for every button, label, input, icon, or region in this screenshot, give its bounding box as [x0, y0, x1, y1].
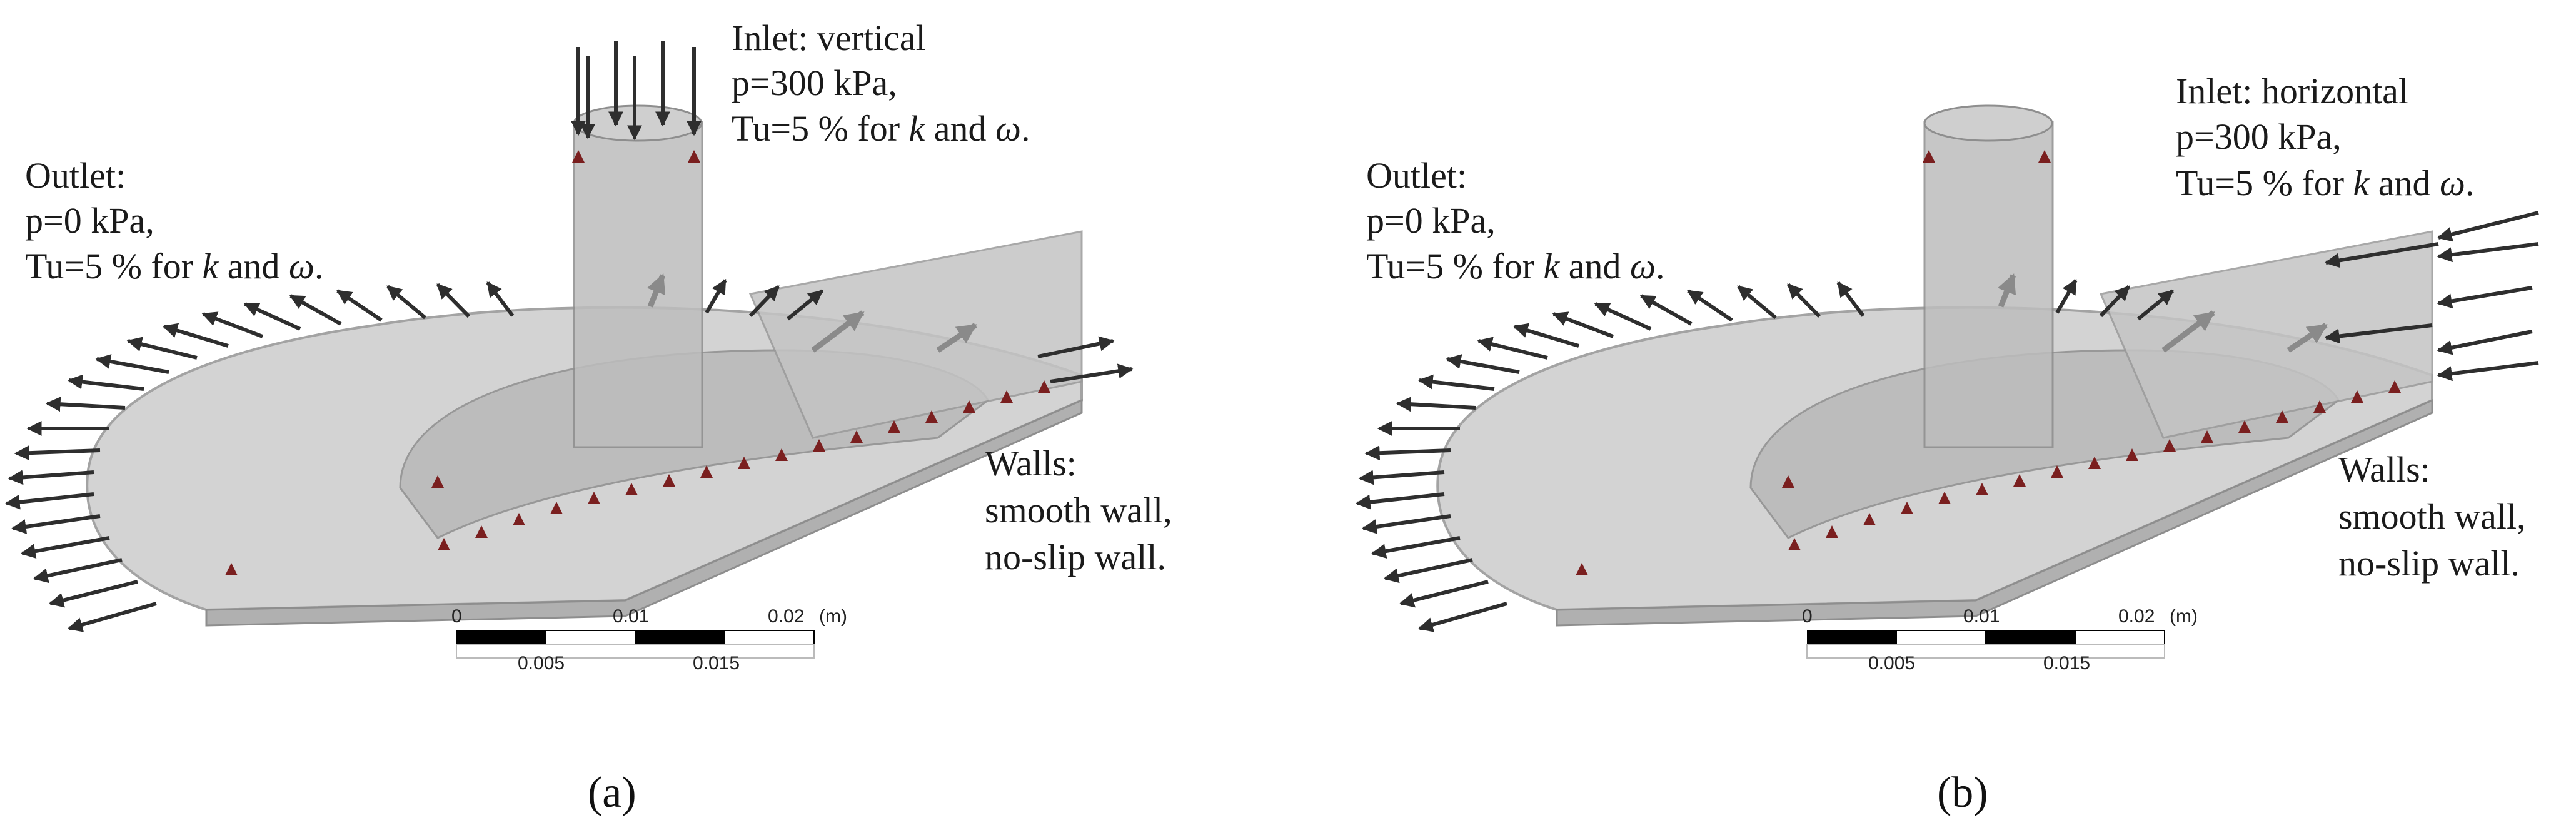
inlet-cylinder — [1923, 121, 2054, 448]
panel-b: Inlet: horizontal p=300 kPa, Tu=5 % for … — [1355, 71, 2539, 817]
outlet-pressure-b: p=0 kPa, — [1366, 200, 1496, 241]
inlet-cylinder-top — [1923, 104, 2053, 142]
scale-unit-a: (m) — [819, 606, 847, 627]
scale-tick-0-b: 0 — [1802, 606, 1813, 627]
caption-b: (b) — [1937, 769, 1988, 817]
outlet-pressure-a: p=0 kPa, — [25, 200, 154, 241]
caption-a: (a) — [588, 769, 636, 817]
top-strip — [748, 230, 1083, 439]
inlet-turbulence-a: Tu=5 % for k and ω. — [732, 108, 1030, 149]
walls-label-b: Walls: smooth wall, no-slip wall. — [2338, 449, 2526, 584]
outlet-arrows-a — [4, 278, 1134, 632]
scale-bar-a: 0 0.01 0.02 (m) 0.005 0.015 — [451, 606, 847, 674]
inlet-cylinder-top — [573, 104, 703, 142]
scale-tick-0015-b: 0.015 — [2043, 653, 2090, 674]
walls-noslip-b: no-slip wall. — [2338, 543, 2520, 584]
walls-smooth-b: smooth wall, — [2338, 496, 2526, 537]
outlet-label-a: Outlet: p=0 kPa, Tu=5 % for k and ω. — [25, 155, 324, 286]
scale-tick-0005-b: 0.005 — [1868, 653, 1915, 674]
inlet-arrows-a — [571, 41, 702, 141]
internal-arrows-b — [1997, 273, 2328, 353]
scale-tick-001-b: 0.01 — [1963, 606, 2000, 627]
outlet-turbulence-a: Tu=5 % for k and ω. — [25, 246, 324, 286]
bottom-face — [205, 398, 1083, 627]
scale-tick-002-b: 0.02 — [2118, 606, 2155, 627]
inlet-label-a: Inlet: vertical p=300 kPa, Tu=5 % for k … — [732, 18, 1030, 149]
wall-markers-a — [225, 150, 1050, 575]
inlet-pressure-b: p=300 kPa, — [2176, 116, 2342, 157]
inlet-pressure-a: p=300 kPa, — [732, 63, 897, 103]
internal-arrows-a — [647, 273, 977, 353]
scale-tick-001-a: 0.01 — [613, 606, 649, 627]
walls-smooth-a: smooth wall, — [985, 490, 1172, 530]
inlet-cylinder — [573, 121, 703, 448]
inlet-title-b: Inlet: horizontal — [2176, 71, 2408, 111]
scale-unit-b: (m) — [2170, 606, 2198, 627]
scale-tick-0-a: 0 — [451, 606, 462, 627]
geometry-a — [86, 104, 1083, 627]
inlet-title-a: Inlet: vertical — [732, 18, 926, 58]
inlet-turbulence-b: Tu=5 % for k and ω. — [2176, 163, 2475, 203]
inlet-arrows-b — [2324, 211, 2539, 382]
scale-tick-0005-a: 0.005 — [518, 653, 565, 674]
outlet-arrows-b — [1355, 278, 2174, 632]
inlet-label-b: Inlet: horizontal p=300 kPa, Tu=5 % for … — [2176, 71, 2475, 203]
outlet-label-b: Outlet: p=0 kPa, Tu=5 % for k and ω. — [1366, 155, 1665, 286]
outlet-turbulence-b: Tu=5 % for k and ω. — [1366, 246, 1665, 286]
scale-tick-0015-a: 0.015 — [693, 653, 740, 674]
bottom-face — [1556, 398, 2433, 627]
outlet-title-a: Outlet: — [25, 155, 126, 196]
wall-markers-b — [1576, 150, 2401, 575]
panel-a: Inlet: vertical p=300 kPa, Tu=5 % for k … — [4, 18, 1172, 817]
walls-title-b: Walls: — [2338, 449, 2430, 490]
outlet-title-b: Outlet: — [1366, 155, 1467, 196]
scale-bar-b: 0 0.01 0.02 (m) 0.005 0.015 — [1802, 606, 2198, 674]
walls-noslip-a: no-slip wall. — [985, 537, 1166, 577]
walls-label-a: Walls: smooth wall, no-slip wall. — [985, 443, 1172, 577]
top-strip — [2099, 230, 2433, 439]
walls-title-a: Walls: — [985, 443, 1077, 483]
scale-tick-002-a: 0.02 — [768, 606, 804, 627]
geometry-b — [1436, 104, 2433, 627]
